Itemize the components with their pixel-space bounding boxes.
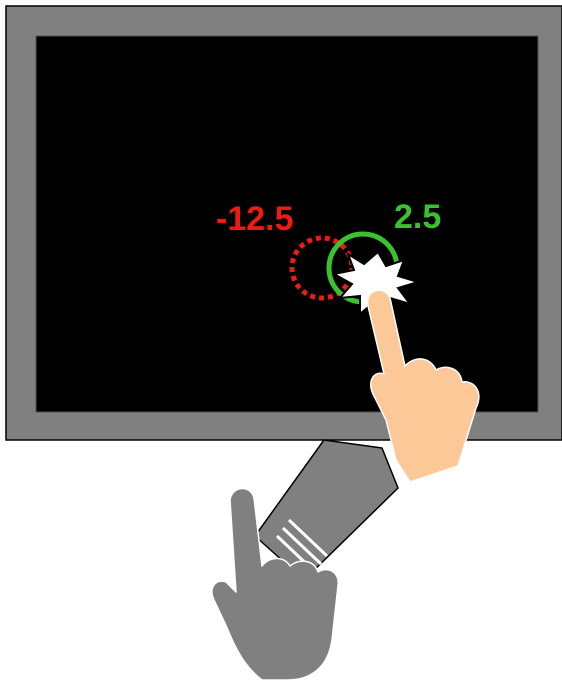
hit-value-label: 2.5 bbox=[394, 198, 441, 236]
miss-value-label: -12.5 bbox=[216, 200, 294, 238]
